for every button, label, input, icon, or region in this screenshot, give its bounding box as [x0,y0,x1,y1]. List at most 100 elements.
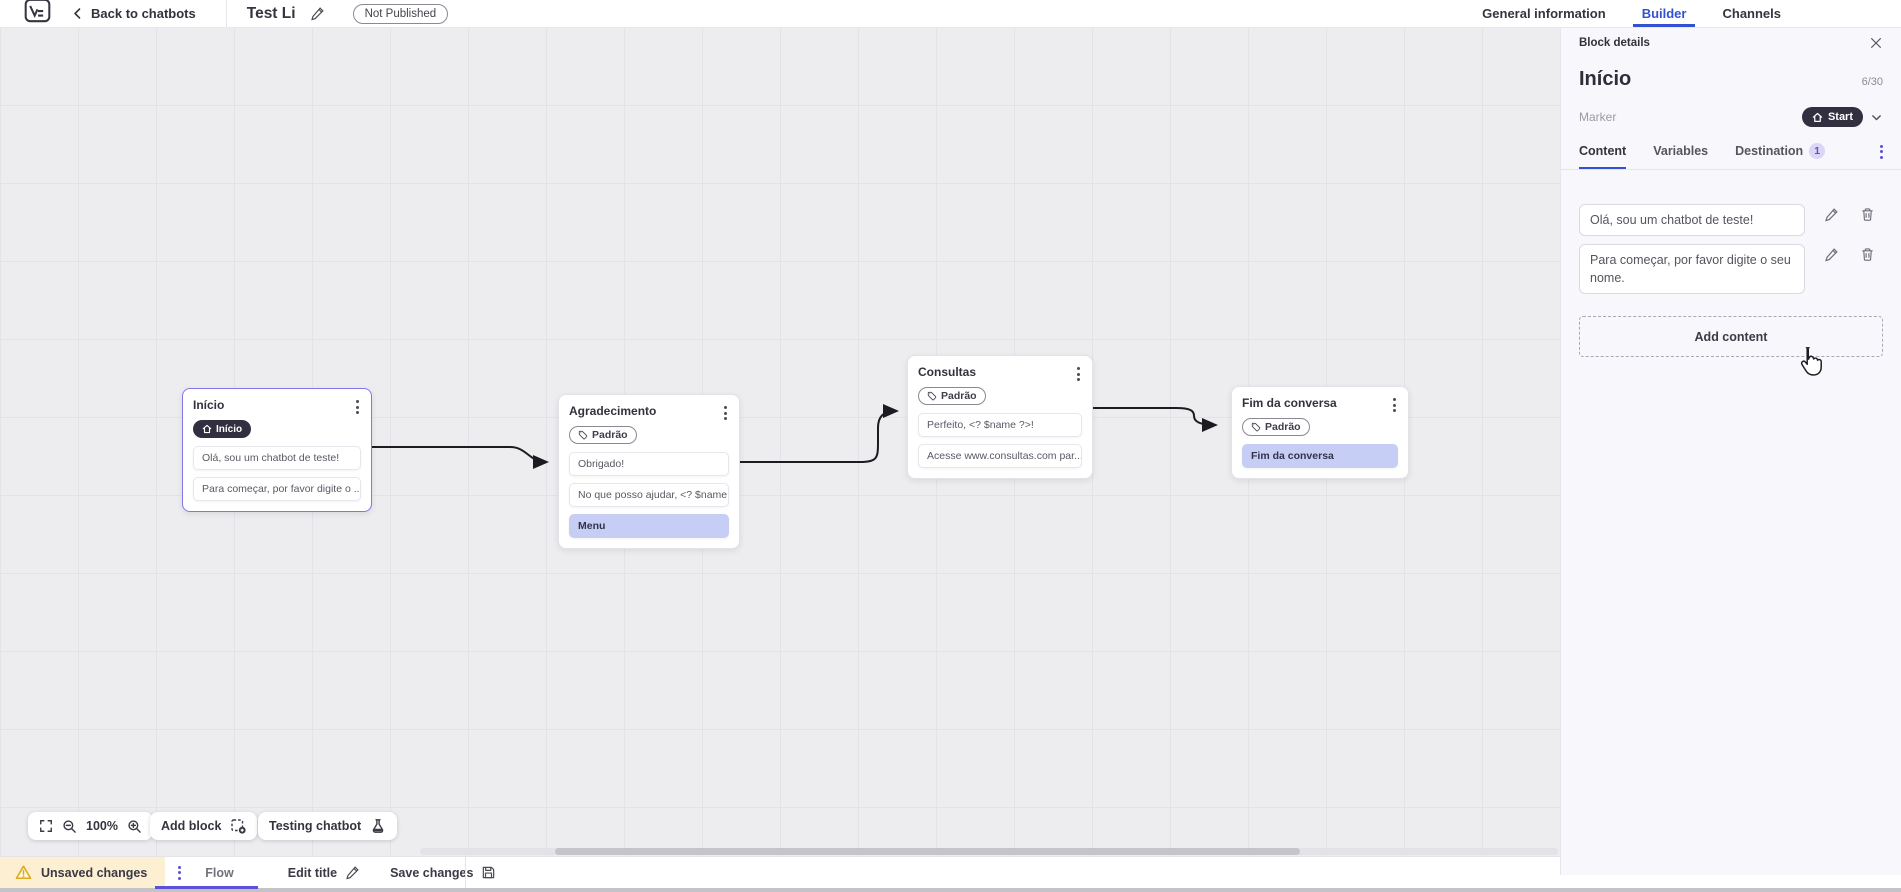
node-row[interactable]: Fim da conversa [1242,444,1398,468]
back-label: Back to chatbots [91,6,196,21]
marker-value-badge[interactable]: Start [1801,107,1863,127]
node-row[interactable]: Para começar, por favor digite o ... [193,477,361,501]
horizontal-scrollbar-thumb[interactable] [555,848,1300,855]
save-icon [481,865,496,880]
node-marker-label: Padrão [592,429,628,441]
node-marker-label: Padrão [1265,421,1301,433]
close-icon[interactable] [1869,36,1883,50]
flask-icon [370,818,386,834]
edit-message-icon[interactable] [1824,207,1839,222]
node-row[interactable]: Olá, sou um chatbot de teste! [193,446,361,470]
node-row[interactable]: Perfeito, <? $name ?>! [918,413,1082,437]
node-marker-label: Início [216,423,243,435]
testing-chatbot-button[interactable]: Testing chatbot [258,812,398,840]
node-title: Fim da conversa [1242,396,1337,410]
tab-flow[interactable]: Flow [155,857,259,889]
node-menu-icon[interactable] [356,400,359,414]
tab-builder[interactable]: Builder [1632,0,1696,27]
marker-value: Start [1827,111,1853,123]
node-menu-icon[interactable] [724,406,727,420]
message-text-field[interactable]: Para começar, por favor digite o seu nom… [1579,244,1805,295]
connection-arrow [1093,407,1218,432]
app-logo-icon [24,0,51,23]
node-row[interactable]: Menu [569,514,729,538]
char-counter: 6/30 [1861,76,1883,88]
connection-arrow [740,404,899,463]
edit-title-pencil-icon[interactable] [310,6,325,21]
tag-icon [578,430,588,440]
topbar-tabs: General information Builder Channels [1482,0,1781,27]
save-changes-button[interactable]: Save changes [390,857,496,888]
unsaved-changes-label: Unsaved changes [41,865,148,880]
node-menu-icon[interactable] [1393,398,1396,412]
panel-more-options-icon[interactable] [1880,144,1883,168]
publish-status-badge: Not Published [352,3,449,24]
topbar-divider [225,0,227,27]
back-to-chatbots-button[interactable]: Back to chatbots [71,6,196,21]
tab-general-information[interactable]: General information [1482,6,1606,21]
unsaved-changes-badge: Unsaved changes [0,857,166,888]
flow-tab-label: Flow [205,865,234,880]
tag-icon [1251,422,1261,432]
message-text-field[interactable]: Olá, sou um chatbot de teste! [1579,204,1805,237]
node-row[interactable]: Obrigado! [569,452,729,476]
tab-channels[interactable]: Channels [1722,6,1781,21]
tag-icon [927,391,937,401]
node-title: Início [193,398,225,412]
panel-tab-content[interactable]: Content [1579,144,1627,169]
marker-label: Marker [1579,110,1617,124]
node-title: Agradecimento [569,404,657,418]
home-icon [1812,112,1823,123]
node-title: Consultas [918,365,977,379]
edit-title-button[interactable]: Edit title [288,857,360,888]
node-marker-badge: Início [193,420,252,438]
panel-tab-label: Destination [1735,144,1804,158]
zoom-level: 100% [86,819,118,833]
zoom-in-icon[interactable] [127,819,142,834]
delete-message-icon[interactable] [1860,247,1875,262]
panel-tab-variables[interactable]: Variables [1653,144,1708,169]
panel-title: Block details [1579,37,1650,49]
bottombar-menu-icon[interactable] [178,857,182,888]
edit-message-icon[interactable] [1824,247,1839,262]
add-content-label: Add content [1694,329,1768,344]
home-icon [202,424,212,434]
node-marker-badge: Padrão [1242,418,1310,436]
node-marker-badge: Padrão [918,387,986,405]
edit-title-label: Edit title [287,865,338,880]
chevron-down-icon[interactable] [1870,111,1883,124]
node-menu-icon[interactable] [1077,367,1080,381]
zoom-out-icon[interactable] [62,819,77,834]
add-content-button[interactable]: Add content [1579,316,1883,358]
chevron-left-icon [71,7,84,20]
save-changes-label: Save changes [390,865,474,880]
block-name: Início [1579,68,1632,90]
node-row[interactable]: No que posso ajudar, <? $name ... [569,483,729,507]
add-block-label: Add block [161,819,222,833]
connection-arrow [372,446,549,469]
add-block-icon [230,818,247,834]
content-message-row: Para começar, por favor digite o seu nom… [1579,244,1883,295]
fit-screen-icon[interactable] [39,819,53,833]
node-marker-label: Padrão [941,390,977,402]
testing-chatbot-label: Testing chatbot [269,819,362,833]
chatbot-title: Test Li [246,4,296,22]
top-bar: Back to chatbots Test Li Not Published G… [0,0,1901,28]
node-row[interactable]: Acesse www.consultas.com par... [918,444,1082,468]
block-details-panel: Block details Início 6/30 Marker Start [1560,27,1901,875]
panel-tab-label: Variables [1653,144,1709,158]
warning-icon [15,864,32,881]
delete-message-icon[interactable] [1860,207,1875,222]
add-block-button[interactable]: Add block [150,812,258,840]
pencil-icon [345,865,360,880]
zoom-controls: 100% [28,812,153,840]
bottombar-divider [465,857,466,888]
